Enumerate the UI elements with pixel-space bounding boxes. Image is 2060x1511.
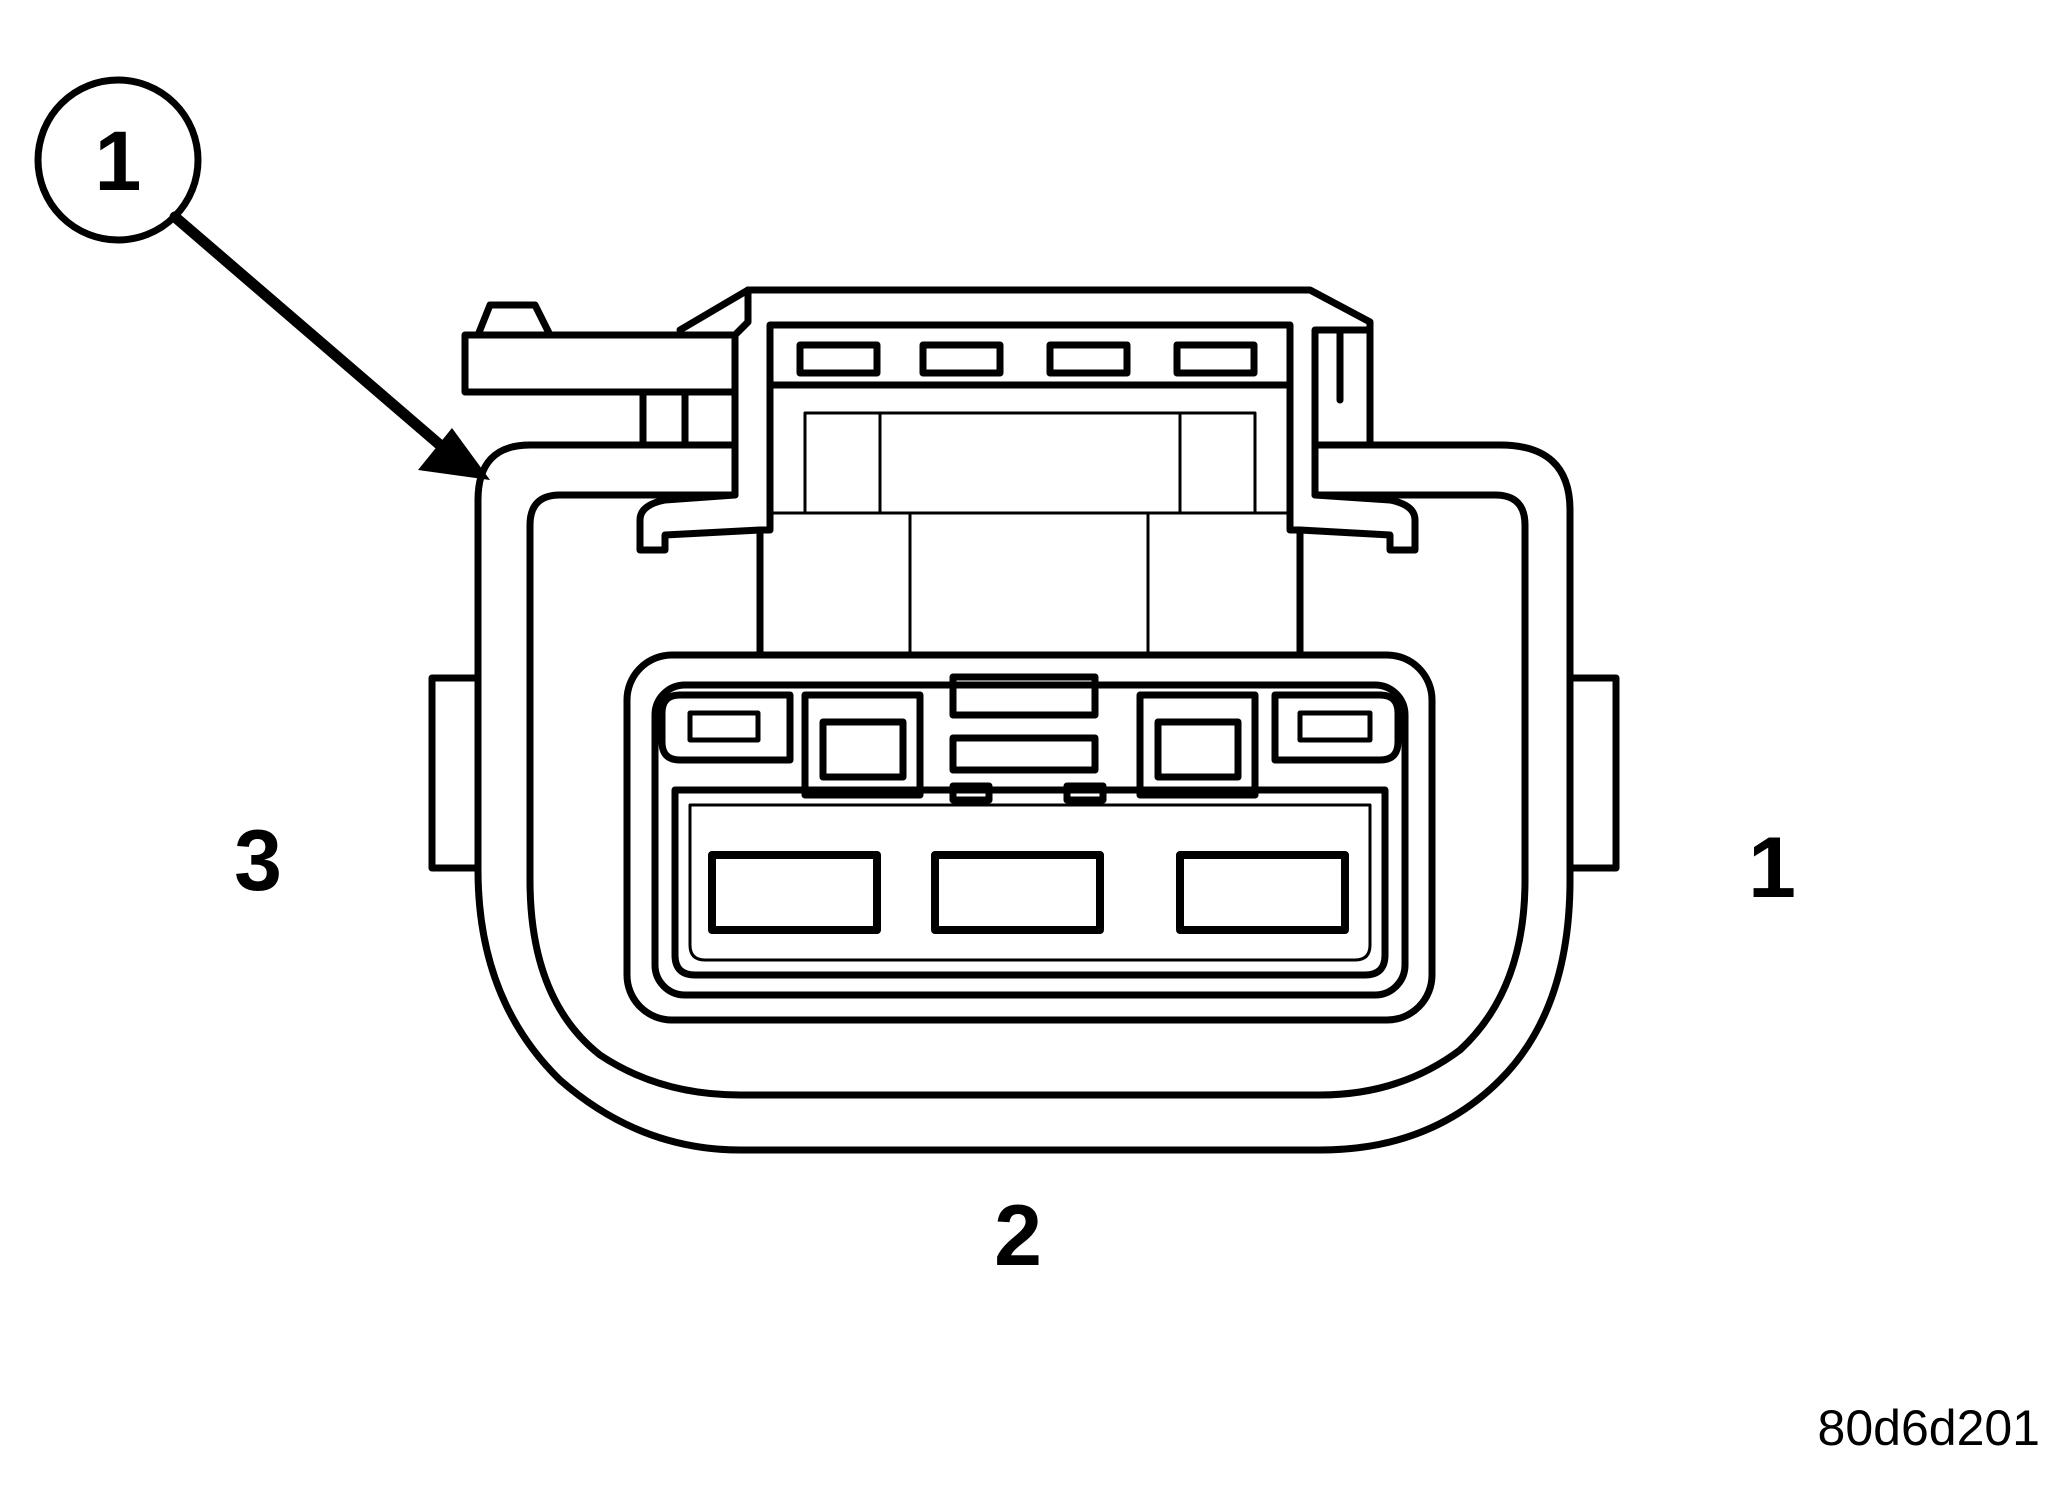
right-side-latch	[1566, 674, 1620, 872]
right-latch-window-frame	[1136, 691, 1259, 799]
terminal-3	[708, 851, 881, 934]
tower-window-3	[1046, 341, 1131, 377]
lock-tab-post-1	[639, 388, 689, 449]
terminal-cavity-inner	[688, 803, 1372, 962]
connector-housing	[428, 286, 1620, 1154]
left-hook	[636, 441, 764, 554]
lock-tab-post-2	[681, 388, 739, 449]
arrowhead	[418, 428, 490, 480]
left-latch-window	[819, 718, 907, 781]
figure-id: 80d6d201	[1818, 1400, 2040, 1456]
left-latch-window-frame	[801, 691, 924, 799]
housing-inner-shell	[526, 491, 1529, 1099]
left-side-latch	[428, 674, 482, 872]
terminal-2	[931, 851, 1104, 934]
callout-bubble: 1	[34, 76, 202, 244]
lock-tab-nub	[474, 301, 554, 339]
pin-label-3: 3	[234, 813, 282, 909]
terminal-face-outer	[623, 651, 1436, 1024]
terminal-face-inner	[651, 681, 1409, 999]
right-keyway	[1271, 691, 1402, 764]
right-latch-window	[1154, 718, 1242, 781]
callout-arrow	[169, 211, 490, 480]
center-small-right	[1063, 782, 1107, 804]
terminal-1	[1176, 851, 1349, 934]
center-slot-bottom	[949, 734, 1099, 774]
center-small-left	[949, 782, 993, 804]
lock-tab	[461, 331, 739, 396]
terminal-cavity-block	[671, 786, 1389, 979]
housing-outer-shell	[474, 441, 1574, 1154]
tower-body	[756, 381, 1304, 659]
tower-middle-block	[803, 411, 1257, 515]
pin-label-1: 1	[1748, 820, 1796, 916]
terminal-face	[623, 651, 1436, 1024]
callout-circle	[34, 76, 202, 244]
left-keyway	[658, 691, 794, 764]
center-slot-top	[949, 673, 1099, 719]
right-keyway-inner	[1297, 710, 1373, 743]
tower-inner-frame	[766, 321, 1294, 389]
top-tower-slope-left	[676, 286, 752, 334]
right-hook	[1296, 441, 1419, 554]
tower-window-1	[796, 341, 881, 377]
pin-label-2: 2	[994, 1188, 1042, 1284]
tower-window-2	[919, 341, 1004, 377]
leader-line	[169, 211, 446, 451]
callout-number: 1	[95, 114, 142, 208]
tower-window-4	[1173, 341, 1258, 377]
left-keyway-inner	[687, 710, 761, 743]
